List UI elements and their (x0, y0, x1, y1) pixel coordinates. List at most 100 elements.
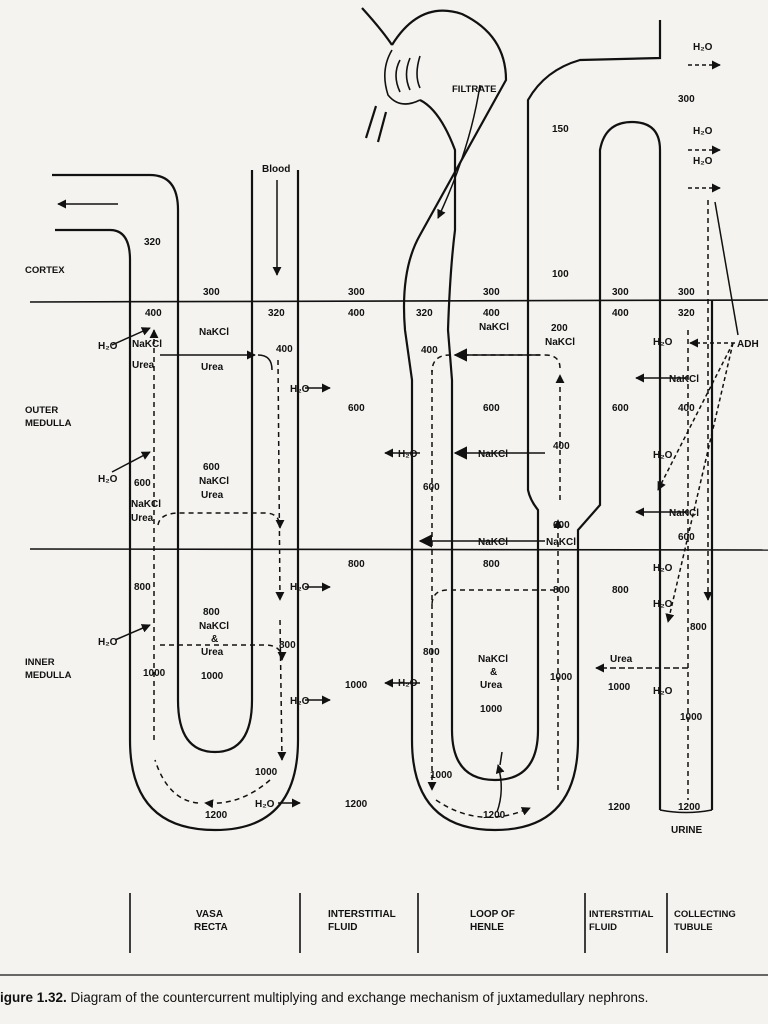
collecting-1000: 1000 (680, 712, 703, 723)
footer-vasa-1: VASA (196, 909, 223, 920)
urine-label: URINE (671, 825, 702, 836)
interstitial-right-300: 300 (612, 287, 629, 298)
vasa-recta-vessel (52, 170, 300, 832)
loop-800-mid: 800 (483, 559, 500, 570)
zone-inner-medulla-2: MEDULLA (25, 670, 72, 681)
interstitial-left-1200: 1200 (345, 799, 368, 810)
footer-loop-2: HENLE (470, 922, 504, 933)
interstitial-left-300: 300 (348, 287, 365, 298)
footer-collecting-2: TUBULE (674, 922, 713, 933)
zone-inner-medulla-1: INNER (25, 657, 55, 668)
loop-h2o-2: H₂O (398, 678, 418, 689)
vasa-urea-1: Urea (132, 360, 155, 371)
loop-400-top: 400 (483, 308, 500, 319)
loop-800-asc: 800 (553, 585, 570, 596)
collecting-nakcl-1: NaKCl (669, 374, 699, 385)
vasa-1000-bottom: 1000 (255, 767, 278, 778)
vasa-600-mid: 600 (203, 462, 220, 473)
interstitial-right-1000: 1000 (608, 682, 631, 693)
loop-600-asc: 600 (553, 520, 570, 531)
collecting-800: 800 (690, 622, 707, 633)
vasa-nakcl-1: NaKCl (199, 327, 229, 338)
loop-600-left: 600 (423, 482, 440, 493)
vasa-800-left: 800 (134, 582, 151, 593)
loop-nakcl-low: NaKCl (478, 537, 508, 548)
footer-vasa-2: RECTA (194, 922, 228, 933)
collecting-h2o-5: H₂O (653, 450, 673, 461)
vasa-urea-2: Urea (201, 362, 224, 373)
loop-150: 150 (552, 124, 569, 135)
vasa-800-mid: 800 (203, 607, 220, 618)
collecting-h2o-top: H₂O (693, 42, 713, 53)
loop-300: 300 (483, 287, 500, 298)
loop-200: 200 (551, 323, 568, 334)
collecting-600: 600 (678, 532, 695, 543)
vasa-400-mid: 400 (276, 344, 293, 355)
vasa-nakcl-5: NaKCl (199, 621, 229, 632)
footer-interstitial-1: INTERSTITIAL (328, 909, 396, 920)
loop-nakcl-top: NaKCl (479, 322, 509, 333)
vasa-400-left: 400 (145, 308, 162, 319)
loop-1000-mid: 1000 (480, 704, 503, 715)
vasa-amp: & (211, 634, 218, 645)
loop-1200: 1200 (483, 810, 506, 821)
vasa-h2o-2: H₂O (290, 384, 310, 395)
zone-cortex: CORTEX (25, 265, 65, 276)
vasa-320-top: 320 (144, 237, 161, 248)
footer-loop-1: LOOP OF (470, 909, 515, 920)
filtrate-label: FILTRATE (452, 84, 497, 95)
interstitial-left-800: 800 (348, 559, 365, 570)
loop-nakcl-deep: NaKCl (478, 654, 508, 665)
loop-amp: & (490, 667, 497, 678)
collecting-320: 320 (678, 308, 695, 319)
vasa-h2o-5: H₂O (98, 637, 118, 648)
vasa-1000-left: 1000 (143, 668, 166, 679)
collecting-nakcl-2: NaKCl (669, 508, 699, 519)
interstitial-right-400: 400 (612, 308, 629, 319)
interstitial-left-1000: 1000 (345, 680, 368, 691)
collecting-400: 400 (678, 403, 695, 414)
loop-flows (384, 348, 565, 819)
vasa-300-top: 300 (203, 287, 220, 298)
footer-interstitial-r2: FLUID (589, 922, 617, 933)
vasa-nakcl-2: NaKCl (132, 339, 162, 350)
vasa-urea-5: Urea (201, 647, 224, 658)
loop-nakcl-asc: NaKCl (546, 537, 576, 548)
loop-600-mid: 600 (483, 403, 500, 414)
footer-legend: VASA RECTA INTERSTITIAL FLUID LOOP OF HE… (129, 893, 736, 953)
collecting-h2o-2: H₂O (693, 126, 713, 137)
vasa-1200: 1200 (205, 810, 228, 821)
interstitial-right-800: 800 (612, 585, 629, 596)
figure-caption-label: igure 1.32. (0, 990, 67, 1005)
loop-800-left: 800 (423, 647, 440, 658)
collecting-1200: 1200 (678, 802, 701, 813)
collecting-h2o-4: H₂O (653, 337, 673, 348)
vasa-1000-mid: 1000 (201, 671, 224, 682)
vasa-600-left: 600 (134, 478, 151, 489)
loop-of-henle (361, 7, 662, 832)
collecting-300-top: 300 (678, 94, 695, 105)
interstitial-right-1200: 1200 (608, 802, 631, 813)
collecting-h2o-7: H₂O (653, 599, 673, 610)
outer-inner-boundary (29, 548, 768, 551)
loop-h2o-1: H₂O (398, 449, 418, 460)
loop-nakcl-mid: NaKCl (478, 449, 508, 460)
vasa-h2o-3: H₂O (98, 474, 118, 485)
interstitial-right-600: 600 (612, 403, 629, 414)
interstitial-left-600: 600 (348, 403, 365, 414)
vasa-h2o-7: H₂O (255, 799, 275, 810)
loop-urea-deep: Urea (480, 680, 503, 691)
zone-outer-medulla-2: MEDULLA (25, 418, 72, 429)
vasa-h2o-1: H₂O (98, 341, 118, 352)
vasa-320-right: 320 (268, 308, 285, 319)
loop-1000-asc: 1000 (550, 672, 573, 683)
vasa-nakcl-4: NaKCl (131, 499, 161, 510)
vasa-nakcl-3: NaKCl (199, 476, 229, 487)
loop-400-left: 400 (421, 345, 438, 356)
collecting-tubule (595, 60, 739, 814)
loop-nakcl-200: NaKCl (545, 337, 575, 348)
collecting-h2o-8: H₂O (653, 686, 673, 697)
footer-interstitial-r1: INTERSTITIAL (589, 909, 654, 920)
vasa-h2o-6: H₂O (290, 696, 310, 707)
